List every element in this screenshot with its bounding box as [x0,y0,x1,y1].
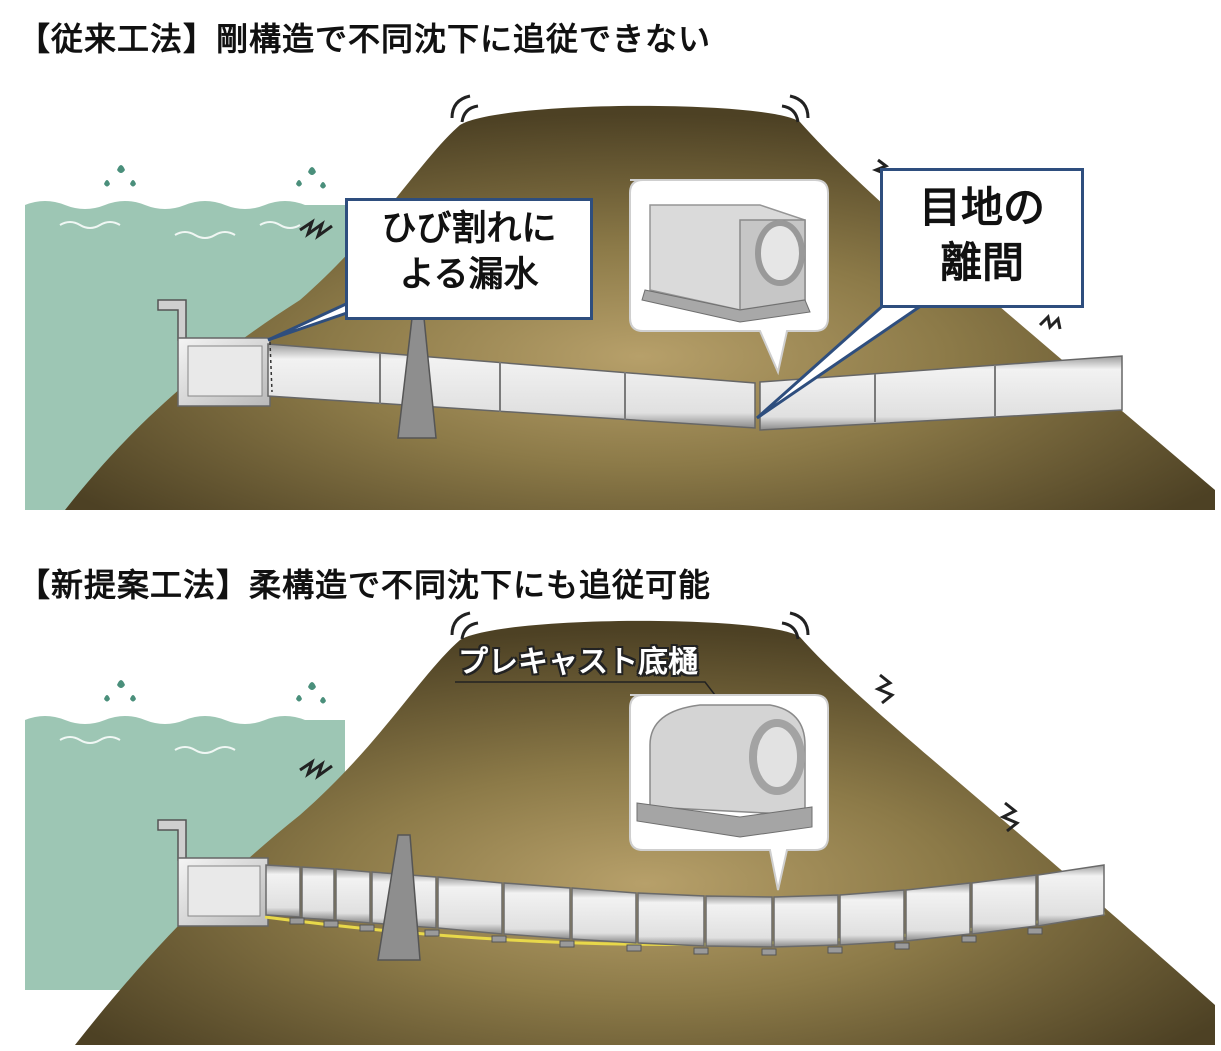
proposed-method-heading: 【新提案工法】柔構造で不同沈下にも追従可能 [18,566,712,604]
water-splash-icon [104,680,326,704]
callout-joint-line-2: 離間 [939,237,1024,287]
water-splash-icon [104,165,326,189]
vibration-arc-icon [450,611,810,640]
gate-headwall [157,299,271,407]
support-blocks [289,917,1043,956]
vibration-arc-icon [450,94,810,123]
gate-headwall [157,819,269,927]
callout-crack-line-1: ひび割れに [381,209,557,249]
box-culvert-inset [629,179,829,376]
zigzag-shake-icon [299,673,1020,833]
crack-leak-callout: ひび割れに よる漏水 [345,198,593,320]
precast-culvert-inset [629,694,829,891]
precast-culvert-label: プレキャスト底樋 [458,645,698,680]
joint-separation-callout: 目地の 離間 [880,168,1084,308]
rigid-pipe [267,341,1123,431]
conventional-method-heading: 【従来工法】剛構造で不同沈下に追従できない [18,20,712,58]
wave-icon [59,736,236,754]
callout-joint-line-1: 目地の [918,183,1045,232]
conventional-embankment-diagram [25,94,1215,510]
proposed-embankment-diagram [25,611,1215,1045]
callout-crack-line-2: よる漏水 [399,254,539,295]
crack-line [269,341,273,393]
wave-icon [59,221,301,239]
support-pier [377,834,421,961]
